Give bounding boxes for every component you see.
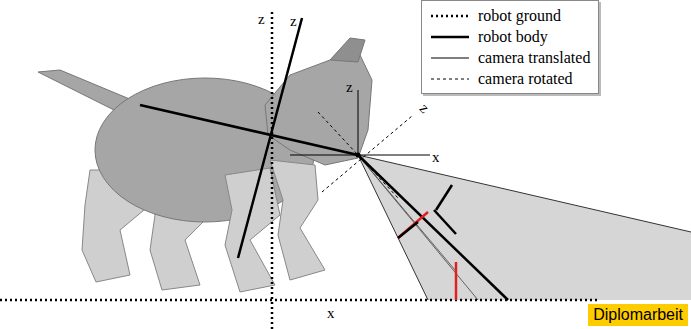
legend-line-sample bbox=[430, 32, 470, 42]
legend-row: robot ground bbox=[430, 5, 590, 26]
robot-ground-z bbox=[271, 12, 274, 329]
projection-red bbox=[455, 262, 458, 300]
legend-box: robot ground robot body camera translated c… bbox=[421, 0, 599, 94]
camera-translated-z bbox=[358, 90, 359, 155]
axis-label: z bbox=[345, 80, 354, 95]
image-plane bbox=[434, 210, 456, 234]
camera-frustum bbox=[358, 155, 691, 300]
camera-ray bbox=[358, 155, 455, 270]
robot-ground-x bbox=[0, 299, 600, 302]
projection-red bbox=[398, 212, 428, 238]
legend-text: robot body bbox=[478, 28, 548, 46]
robot-body-x bbox=[140, 105, 358, 155]
legend-text: camera rotated bbox=[478, 70, 573, 88]
axis-label: z bbox=[289, 14, 298, 29]
axis-label: x bbox=[326, 306, 336, 321]
legend-text: robot ground bbox=[478, 7, 561, 25]
legend-row: camera rotated bbox=[430, 68, 590, 89]
legend-line-sample bbox=[430, 11, 470, 21]
axis-label: z bbox=[257, 12, 266, 27]
axis-label: z bbox=[416, 100, 433, 117]
camera-rotated-x bbox=[322, 116, 412, 192]
legend-line-sample bbox=[430, 53, 470, 63]
axis-label: x bbox=[431, 150, 441, 165]
dog-front-leg bbox=[270, 160, 325, 280]
watermark: Diplomarbeit bbox=[588, 304, 688, 326]
legend-row: camera translated bbox=[430, 47, 590, 68]
robot-body-z bbox=[238, 18, 302, 258]
legend-row: robot body bbox=[430, 26, 590, 47]
legend-text: camera translated bbox=[478, 49, 590, 67]
camera-rotated-z bbox=[318, 112, 398, 198]
legend-line-sample bbox=[430, 74, 470, 84]
camera-center bbox=[356, 153, 361, 158]
image-plane bbox=[398, 222, 418, 238]
frustum-edge bbox=[358, 155, 691, 232]
camera-ray bbox=[358, 155, 478, 300]
dog-ear bbox=[330, 38, 365, 62]
body-ray bbox=[358, 155, 508, 300]
image-plane bbox=[436, 185, 452, 210]
